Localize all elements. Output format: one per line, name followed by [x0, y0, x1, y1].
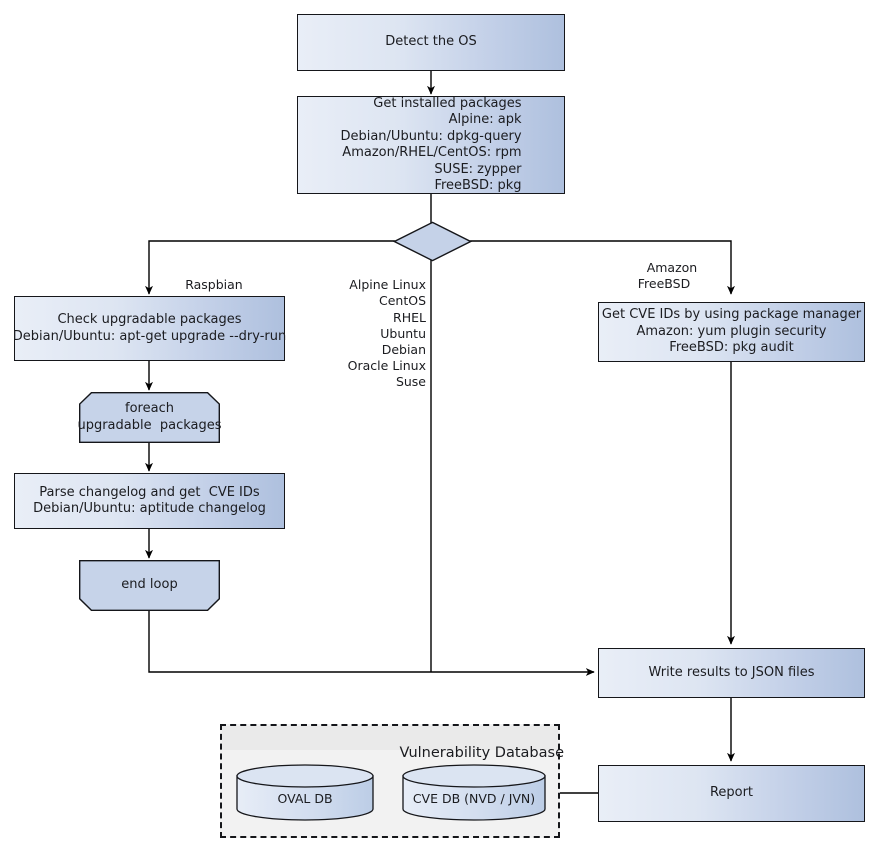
node-get-cve-ids-package-manager[interactable]: Get CVE IDs by using package manager Ama… — [598, 302, 865, 362]
edge-endloop-to-write — [148, 611, 595, 676]
database-cylinder-cve-db[interactable]: CVE DB (NVD / JVN) — [402, 764, 546, 821]
node-write-results-label: Write results to JSON files — [648, 664, 815, 680]
node-detect-os[interactable]: Detect the OS — [297, 14, 565, 71]
edge-label-amazon-freebsd: Amazon FreeBSD — [601, 244, 727, 309]
database-cylinder-oval-db[interactable]: OVAL DB — [236, 764, 374, 821]
node-foreach-loop[interactable]: foreach upgradable packages — [77, 392, 222, 443]
vulnerability-database-header-band — [222, 726, 558, 750]
vulnerability-database-title-text: Vulnerability Database — [399, 745, 564, 761]
node-detect-os-label: Detect the OS — [385, 34, 477, 50]
node-check-upgradable-packages-label: Check upgradable packages Debian/Ubuntu:… — [12, 312, 287, 344]
node-end-loop-label: end loop — [121, 577, 178, 593]
node-os-decision[interactable] — [392, 221, 473, 262]
database-cylinder-cve-db-label: CVE DB (NVD / JVN) — [412, 791, 536, 806]
node-write-results[interactable]: Write results to JSON files — [598, 648, 865, 698]
edge-label-raspbian: Raspbian — [150, 261, 262, 310]
node-parse-changelog-label: Parse changelog and get CVE IDs Debian/U… — [33, 484, 266, 517]
node-get-installed-packages-label: Get installed packages Alpine: apk Debia… — [340, 95, 522, 194]
edge-label-middle-os-list-text: Alpine Linux CentOS RHEL Ubuntu Debian O… — [347, 277, 426, 390]
node-report-label: Report — [709, 785, 754, 801]
vulnerability-database-title: Vulnerability Database — [300, 729, 564, 777]
node-parse-changelog[interactable]: Parse changelog and get CVE IDs Debian/U… — [14, 473, 285, 529]
node-end-loop[interactable]: end loop — [79, 560, 220, 611]
node-report[interactable]: Report — [598, 765, 865, 822]
node-get-installed-packages[interactable]: Get installed packages Alpine: apk Debia… — [297, 96, 565, 194]
database-cylinder-oval-db-label: OVAL DB — [277, 791, 333, 806]
edge-label-middle-os-list: Alpine Linux CentOS RHEL Ubuntu Debian O… — [300, 261, 426, 407]
edge-label-amazon-freebsd-text: Amazon FreeBSD — [637, 260, 698, 292]
node-check-upgradable-packages[interactable]: Check upgradable packages Debian/Ubuntu:… — [12, 296, 287, 361]
node-foreach-loop-label: foreach upgradable packages — [77, 401, 222, 433]
node-get-cve-ids-package-manager-label: Get CVE IDs by using package manager Ama… — [601, 307, 862, 356]
edge-label-raspbian-text: Raspbian — [185, 277, 243, 293]
